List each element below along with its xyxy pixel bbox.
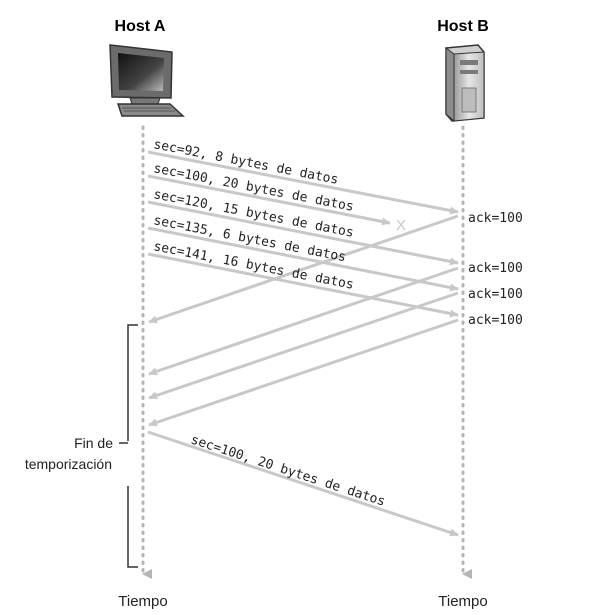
segment-label: sec=100, 20 bytes de datos <box>189 433 387 510</box>
ack-arrow-2 <box>148 266 459 376</box>
host-b-time-label: Tiempo <box>438 593 487 610</box>
timeout-label-line2: temporización <box>25 456 112 472</box>
desktop-computer-icon <box>109 44 185 117</box>
timeout-label-line1: Fin de <box>74 435 113 451</box>
segment-arrow-seq-120 <box>147 200 459 266</box>
ack-arrow-1 <box>148 214 459 324</box>
segment-arrow-seq-100-lost <box>147 174 391 226</box>
host-a-time-label: Tiempo <box>118 593 167 610</box>
ack-label: ack=100 <box>468 261 523 276</box>
host-b-title: Host B <box>437 18 489 35</box>
ack-label: ack=100 <box>468 211 523 226</box>
segment-arrow-seq-141 <box>147 252 459 318</box>
ack-arrow-4 <box>148 318 459 427</box>
server-tower-icon <box>445 44 485 123</box>
segment-arrow-seq-92 <box>147 150 459 215</box>
timeout-bracket <box>127 324 138 568</box>
host-a-title: Host A <box>115 18 166 35</box>
ack-label: ack=100 <box>468 287 523 302</box>
ack-label: ack=100 <box>468 313 523 328</box>
segment-arrow-seq-135 <box>147 226 459 292</box>
ack-arrow-3 <box>148 291 459 400</box>
lost-segment-marker: X <box>396 217 406 234</box>
segment-arrow-seq-100-retransmit <box>147 430 459 537</box>
